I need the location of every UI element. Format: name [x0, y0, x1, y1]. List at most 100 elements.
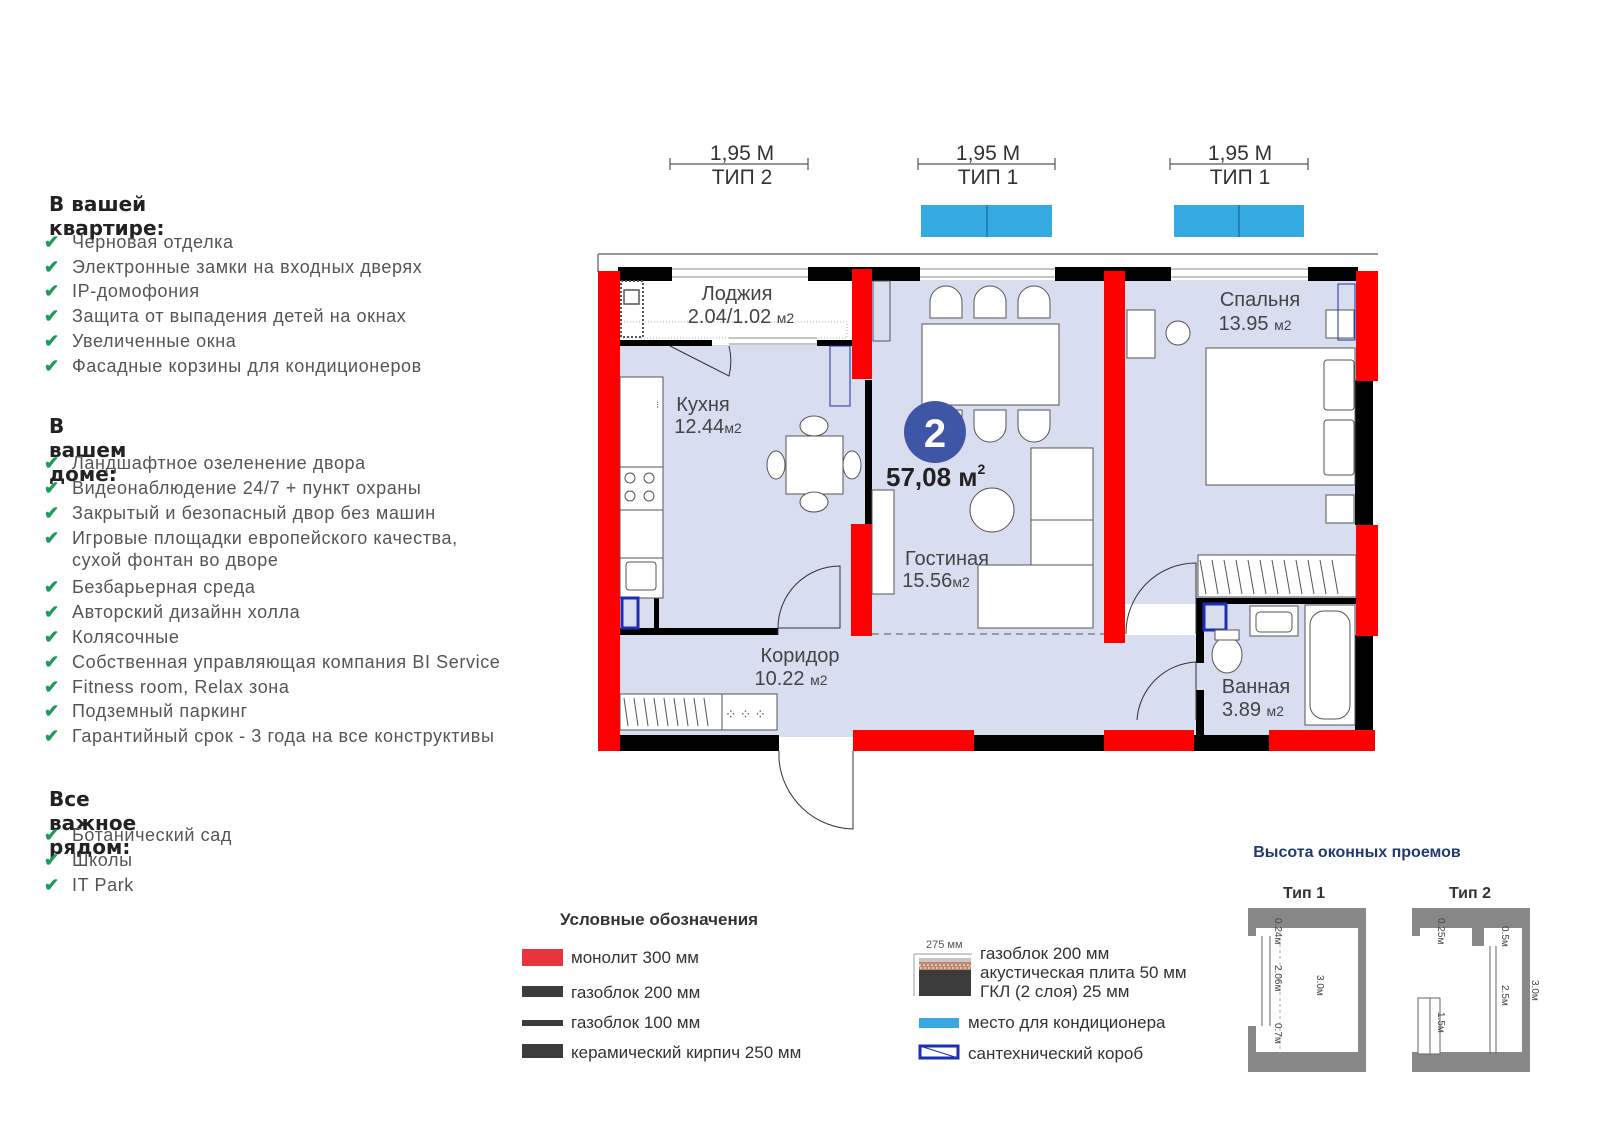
feature-text: IT Park: [72, 875, 134, 895]
feature-item: ✔ Игровые площадки европейского качества,…: [44, 527, 564, 571]
legend-brick-swatch: [522, 1044, 563, 1058]
kitchen-area: 12.44м2: [674, 416, 742, 438]
house-features-title: В вашем доме:: [49, 414, 127, 486]
bathroom-fixtures: [1202, 602, 1356, 726]
bedroom-area: 13.95 м2: [1218, 313, 1291, 335]
legend: Условные обозначения монолит 300 мм газо…: [522, 910, 1187, 1063]
window-heights-title: Высота оконных проемов: [1253, 844, 1461, 861]
feature-item: ✔Ландшафтное озеленение двора: [44, 452, 564, 474]
nearby-features-title: Все важное рядом:: [49, 787, 137, 859]
window-type1-label: Тип 1: [1283, 885, 1325, 902]
apartment-badge: 2 57,08 м2: [886, 401, 986, 492]
corridor-area: 10.22 м2: [754, 668, 827, 690]
feature-item: ✔ Школы: [44, 849, 564, 871]
feature-text: Закрытый и безопасный двор без машин: [72, 503, 436, 523]
feature-item: ✔Авторский дизайнн холла: [44, 601, 564, 623]
feature-text: Увеличенные окна: [72, 331, 237, 351]
check-icon: ✔: [44, 281, 60, 301]
corridor-name: Коридор: [761, 645, 840, 667]
feature-item: ✔Колясочные: [44, 626, 564, 648]
feature-text: Игровые площадки европейского качества,с…: [72, 528, 458, 570]
feature-text: Школы: [72, 850, 133, 870]
window-type1-total: 3.0м: [1314, 975, 1325, 996]
feature-item: ✔ Электронные замки на входных дверях: [44, 256, 564, 278]
check-icon: ✔: [44, 627, 60, 647]
feature-text: Гарантийный срок - 3 года на все констру…: [72, 726, 495, 746]
check-icon: ✔: [44, 503, 60, 523]
feature-item: ✔ Увеличенные окна: [44, 330, 564, 352]
window-1-width: 1,95 М: [710, 142, 774, 165]
svg-text:⁘⁘⁘: ⁘⁘⁘: [725, 706, 769, 722]
window-type2-top: 0.25м: [1435, 918, 1446, 944]
legend-title: Условные обозначения: [560, 910, 758, 929]
legend-gasblock100-label: газоблок 100 мм: [571, 1013, 700, 1032]
feature-item: ✔Защита от выпадения детей на окнах: [44, 305, 564, 327]
loggia-column: [620, 280, 644, 338]
check-icon: ✔: [44, 257, 60, 277]
window-type1-section: Тип 1 0.24м 2.06м 0.7м 3.0м: [1248, 885, 1366, 1072]
legend-ac-label: место для кондиционера: [968, 1013, 1166, 1032]
window-3-width: 1,95 М: [1208, 142, 1272, 165]
legend-composite-line-3: ГКЛ (2 слоя) 25 мм: [980, 982, 1130, 1001]
rooms-count-circle: [904, 401, 966, 463]
check-icon: ✔: [44, 825, 60, 845]
rooms-count: 2: [924, 412, 946, 456]
check-icon: ✔: [44, 677, 60, 697]
check-icon: ✔: [44, 726, 60, 746]
feature-text: Электронные замки на входных дверях: [72, 257, 423, 277]
loggia-area: 2.04/1.02 м2: [688, 306, 795, 328]
feature-text: Видеонаблюдение 24/7 + пункт охраны: [72, 478, 422, 498]
feature-item: ✔Безбарьерная среда: [44, 576, 564, 598]
feature-item: ✔ Черновая отделка: [44, 231, 564, 253]
check-icon: ✔: [44, 232, 60, 252]
kitchen-furniture: ⁝: [619, 376, 862, 599]
check-icon: ✔: [44, 850, 60, 870]
living-furniture: [871, 280, 1094, 629]
bathroom-name: Ванная: [1222, 676, 1291, 698]
room-labels: Лоджия 2.04/1.02 м2 Кухня 12.44м2 Спальн…: [674, 283, 1300, 721]
monolith-walls: [598, 269, 1378, 751]
total-area: 57,08 м2: [886, 461, 986, 492]
feature-text: Ландшафтное озеленение двора: [72, 453, 366, 473]
feature-text: Подземный паркинг: [72, 701, 248, 721]
feature-item: ✔Ботанический сад: [44, 824, 564, 846]
window-type1-bottom: 0.7м: [1272, 1023, 1283, 1044]
corridor-storage: ⁘⁘⁘: [619, 693, 778, 731]
legend-gasblock100-swatch: [522, 1020, 563, 1026]
check-icon: ✔: [44, 875, 60, 895]
feature-item: ✔ Гарантийный срок - 3 года на все констр…: [44, 725, 564, 747]
loggia-name: Лоджия: [702, 283, 773, 305]
doors: [669, 345, 1197, 830]
window-type2-label: Тип 2: [1449, 885, 1491, 902]
legend-duct-label: сантехнический короб: [968, 1044, 1143, 1063]
window-type2-section: Тип 2 0.25м 0.5м 2.5м 1.5м 3.0м: [1412, 885, 1540, 1072]
feature-text: Собственная управляющая компания BI Serv…: [72, 652, 501, 672]
window-type2-sill: 1.5м: [1435, 1012, 1446, 1033]
legend-ac-swatch: [919, 1018, 959, 1028]
legend-brick-label: керамический кирпич 250 мм: [571, 1043, 801, 1062]
window-type2-mid: 2.5м: [1499, 985, 1510, 1006]
ac-units: [921, 205, 1304, 237]
feature-item: ✔Фасадные корзины для кондиционеров: [44, 355, 564, 377]
legend-composite-dim: 275 мм: [926, 939, 963, 951]
feature-text: Черновая отделка: [72, 232, 234, 252]
feature-text: Фасадные корзины для кондиционеров: [72, 356, 422, 376]
window-dimension-3: 1,95 М ТИП 1: [1169, 142, 1309, 189]
window-glazing: [672, 268, 1308, 345]
feature-item: ✔Fitness room, Relax зона: [44, 676, 564, 698]
window-2-width: 1,95 М: [956, 142, 1020, 165]
check-icon: ✔: [44, 528, 60, 548]
wardrobe: [1197, 554, 1357, 598]
check-icon: ✔: [44, 331, 60, 351]
legend-gasblock200-swatch: [522, 986, 563, 997]
feature-item: ✔ Подземный паркинг: [44, 700, 564, 722]
window-dimensions: 1,95 М ТИП 2 1,95 М ТИП 1 1,95 М ТИП 1: [669, 142, 1309, 189]
window-type2-right-top: 0.5м: [1499, 926, 1510, 947]
legend-composite-line-1: газоблок 200 мм: [980, 944, 1109, 963]
check-icon: ✔: [44, 701, 60, 721]
kitchen-name: Кухня: [676, 394, 730, 416]
feature-item: ✔Собственная управляющая компания BI Ser…: [44, 651, 564, 673]
living-name: Гостиная: [905, 548, 989, 570]
svg-text:⁝: ⁝: [656, 400, 659, 411]
